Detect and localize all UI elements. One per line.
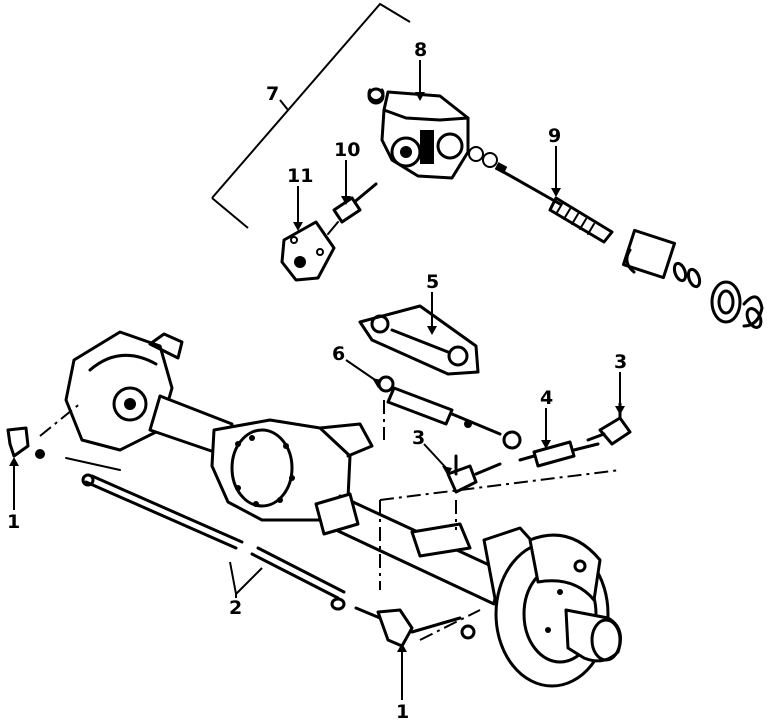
steering-damper xyxy=(377,375,522,450)
tie-rod-end-center xyxy=(446,454,502,494)
callout-10: 10 xyxy=(334,139,360,161)
callout-3-right: 3 xyxy=(614,351,627,373)
callout-6: 6 xyxy=(332,343,345,365)
steering-shaft xyxy=(468,146,764,329)
tie-rod-end-bottom xyxy=(354,606,476,648)
callout-2: 2 xyxy=(229,597,242,619)
callout-3-center: 3 xyxy=(412,427,425,449)
tie-rod-end-left xyxy=(6,426,45,459)
callout-7: 7 xyxy=(266,83,279,105)
callout-4: 4 xyxy=(540,387,553,409)
bracket-7 xyxy=(211,2,411,229)
phantom-lines xyxy=(39,400,621,641)
callout-1-bottom: 1 xyxy=(396,701,409,722)
callout-5: 5 xyxy=(426,271,439,293)
right-rotor-hub xyxy=(494,533,622,688)
callout-11: 11 xyxy=(287,165,313,187)
drag-link-bracket xyxy=(358,304,480,376)
callout-8: 8 xyxy=(414,39,427,61)
adjuster-sleeve xyxy=(518,440,600,468)
tie-rod-end-right xyxy=(586,402,632,446)
side-cover xyxy=(280,220,336,282)
sector-shaft xyxy=(327,182,378,235)
steering-gear-housing xyxy=(367,87,470,180)
tie-rod-assembly xyxy=(65,457,346,611)
callout-9: 9 xyxy=(548,125,561,147)
callout-1-left: 1 xyxy=(7,511,20,533)
